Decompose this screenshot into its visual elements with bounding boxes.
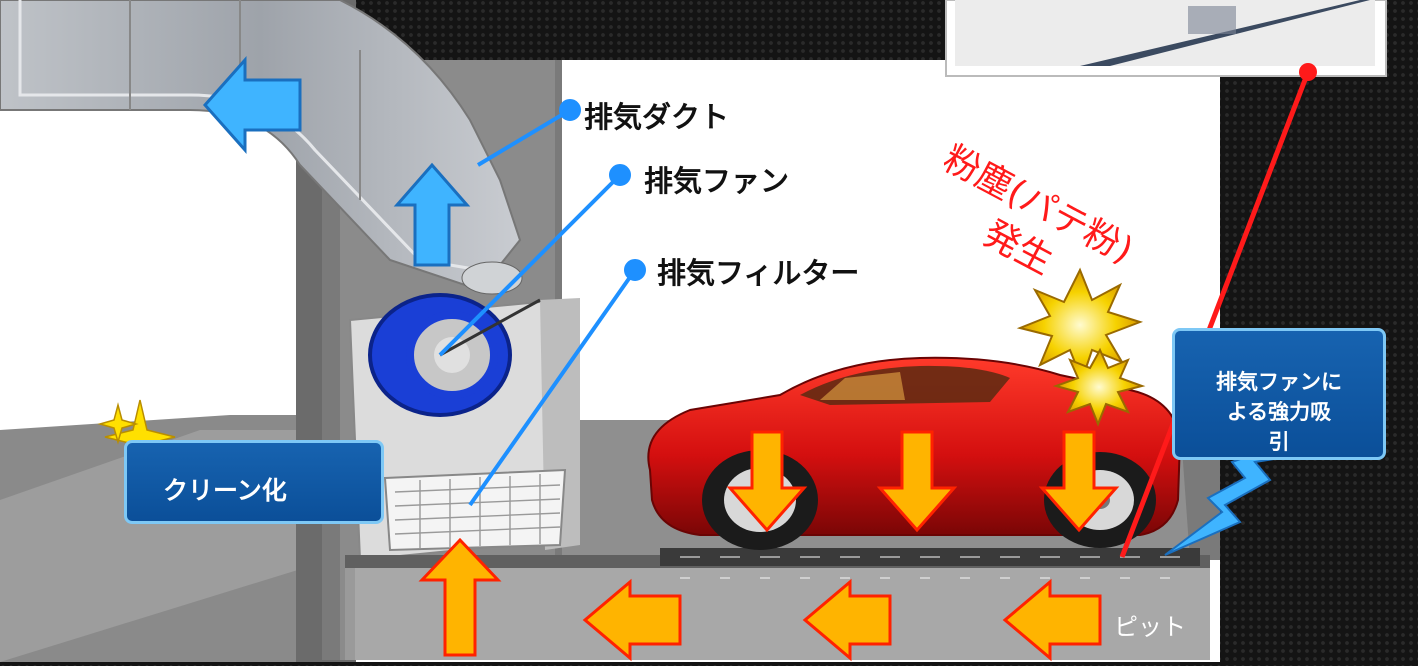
- explosion-icon-small: [1052, 347, 1146, 427]
- exhaust-filter-box: [383, 468, 567, 552]
- pit-arrow-2: [802, 578, 892, 662]
- exhaust-out-arrow: [202, 56, 302, 154]
- filter-pointer-line: [468, 268, 637, 507]
- clean-callout: クリーン化: [124, 440, 384, 524]
- grating-pointer-dot: [1299, 63, 1317, 81]
- pit-arrow-1: [582, 578, 682, 662]
- pit-label: ピット: [1114, 613, 1186, 641]
- grating-pointer-line: [1119, 71, 1311, 558]
- dust-annotation: 粉塵(パテ粉) 発生: [937, 100, 1210, 300]
- fan-pointer-dot: [609, 164, 631, 186]
- clean-label: クリーン化: [163, 476, 287, 505]
- exhaust-up-arrow: [393, 162, 471, 267]
- duct-pointer-dot: [559, 99, 581, 121]
- suction-callout: 排気ファンに よる強力吸 引: [1172, 328, 1386, 460]
- upflow-arrow: [418, 537, 502, 657]
- downflow-arrow-3: [1038, 430, 1120, 533]
- suction-label: 排気ファンに よる強力吸 引: [1216, 370, 1342, 454]
- lightning-bolt-icon: [1164, 448, 1301, 556]
- fan-pointer-line: [438, 173, 622, 357]
- label-exhaust-duct: 排気ダクト: [584, 100, 730, 134]
- label-exhaust-fan: 排気ファン: [644, 164, 790, 198]
- downflow-arrow-1: [726, 430, 808, 533]
- filter-pointer-dot: [624, 259, 646, 281]
- downflow-arrows: [726, 430, 1120, 533]
- duct-pointer-line: [476, 108, 572, 167]
- pit-arrow-3: [1002, 578, 1102, 662]
- filter-photo-inset: [945, 0, 1387, 77]
- downflow-arrow-2: [876, 430, 958, 533]
- pit-flow-arrows: [582, 578, 1102, 662]
- label-exhaust-filter: 排気フィルター: [657, 256, 860, 290]
